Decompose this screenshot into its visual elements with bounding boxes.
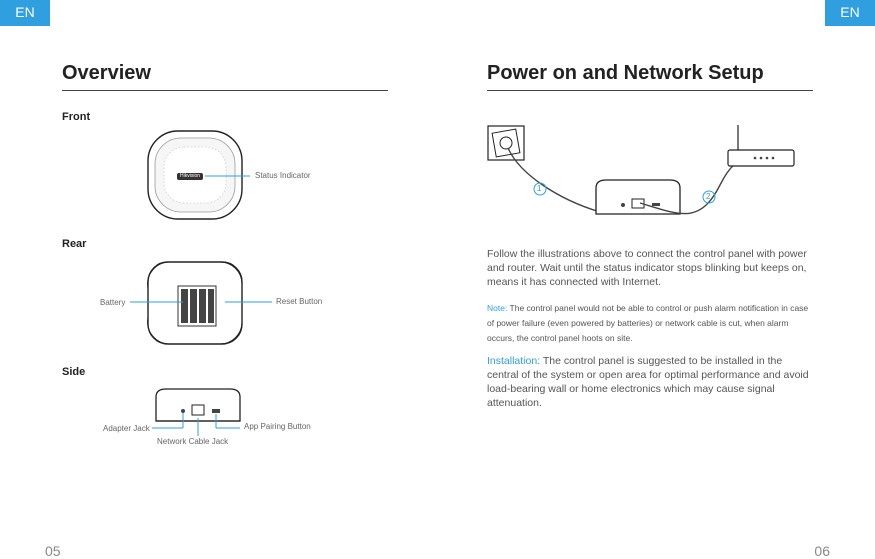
network-setup-title: Power on and Network Setup	[487, 62, 764, 84]
language-tag-left: EN	[0, 0, 50, 26]
adapter-jack-label: Adapter Jack	[103, 424, 150, 433]
battery-label: Battery	[100, 298, 126, 307]
side-label: Side	[62, 366, 86, 378]
network-setup-rule	[487, 90, 813, 91]
installation-text: The control panel is suggested to be ins…	[487, 355, 809, 409]
setup-instructions: Follow the illustrations above to connec…	[487, 248, 807, 288]
note-paragraph: Note: The control panel would not be abl…	[487, 301, 812, 346]
rear-label: Rear	[62, 238, 87, 250]
overview-title: Overview	[62, 62, 151, 84]
front-device-illustration	[147, 130, 243, 220]
page-number-right: 06	[814, 543, 830, 559]
step-2-marker: 2	[706, 192, 711, 201]
reset-button-label: Reset Button	[276, 297, 323, 306]
network-cable-jack-label: Network Cable Jack	[157, 437, 229, 446]
installation-label: Installation:	[487, 355, 541, 367]
note-label: Note:	[487, 303, 508, 313]
status-indicator-label: Status Indicator	[255, 171, 311, 180]
note-text: The control panel would not be able to c…	[487, 303, 809, 343]
front-label: Front	[62, 111, 91, 123]
side-device-illustration	[155, 388, 241, 422]
rear-device-illustration	[147, 261, 243, 345]
overview-rule	[62, 90, 388, 91]
installation-paragraph: Installation: The control panel is sugge…	[487, 354, 809, 410]
device-logo: Hikvision	[180, 173, 201, 179]
app-pairing-button-label: App Pairing Button	[244, 422, 311, 431]
language-tag-right: EN	[825, 0, 875, 26]
step-1-marker: 1	[537, 184, 542, 193]
